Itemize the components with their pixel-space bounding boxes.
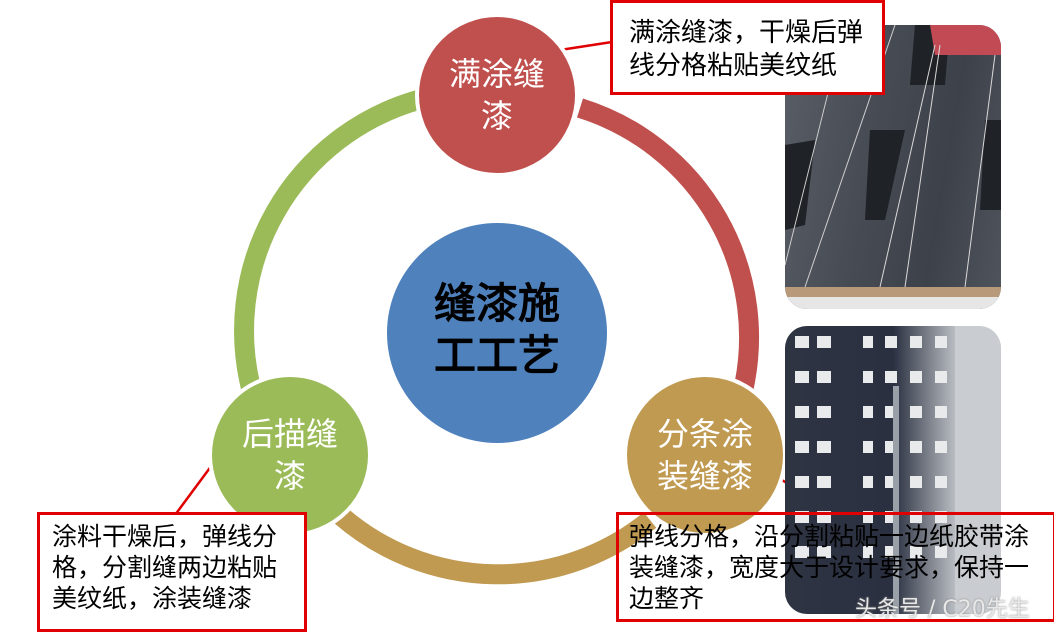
callout-right-text: 弹线分格，沿分割粘贴一边纸胶带涂装缝漆，宽度大于设计要求，保持一边整齐 xyxy=(629,522,1030,613)
callout-top-text: 满涂缝漆，干燥后弹线分格粘贴美纹纸 xyxy=(629,18,864,81)
center-title-line2: 工工艺 xyxy=(433,331,560,380)
node-right-line2: 装缝漆 xyxy=(656,457,753,495)
node-left-line2: 漆 xyxy=(273,457,306,495)
callout-left: 涂料干燥后，弹线分格，分割缝两边粘贴美纹纸，涂装缝漆 xyxy=(37,512,307,632)
building-photo-art xyxy=(795,326,1001,614)
ring-segment-right-left xyxy=(333,507,657,585)
callout-top: 满涂缝漆，干燥后弹线分格粘贴美纹纸 xyxy=(610,0,885,95)
center-circle xyxy=(387,223,607,443)
node-top-line2: 漆 xyxy=(480,97,513,135)
node-left-line1: 后描缝 xyxy=(241,415,338,453)
ring-segment-top-right xyxy=(577,98,760,398)
center-title: 缝漆施 工工艺 xyxy=(397,275,597,385)
center-title-line1: 缝漆施 xyxy=(433,279,560,328)
connector-top xyxy=(559,40,613,52)
watermark: 头条号 / C20先生 xyxy=(855,597,1030,622)
callout-left-text: 涂料干燥后，弹线分格，分割缝两边粘贴美纹纸，涂装缝漆 xyxy=(52,522,278,613)
node-right-label: 分条涂 装缝漆 xyxy=(625,410,785,500)
facade-photo-art xyxy=(785,25,1001,309)
node-top-label: 满涂缝 漆 xyxy=(417,50,577,140)
ring-segment-left-top xyxy=(234,90,421,395)
node-right-line1: 分条涂 xyxy=(656,415,753,453)
photo-high-rise-building xyxy=(785,326,1001,614)
node-top-line1: 满涂缝 xyxy=(448,55,545,93)
node-top-circle xyxy=(415,13,579,177)
callout-right: 弹线分格，沿分割粘贴一边纸胶带涂装缝漆，宽度大于设计要求，保持一边整齐 xyxy=(616,512,1054,622)
node-left-label: 后描缝 漆 xyxy=(210,410,370,500)
